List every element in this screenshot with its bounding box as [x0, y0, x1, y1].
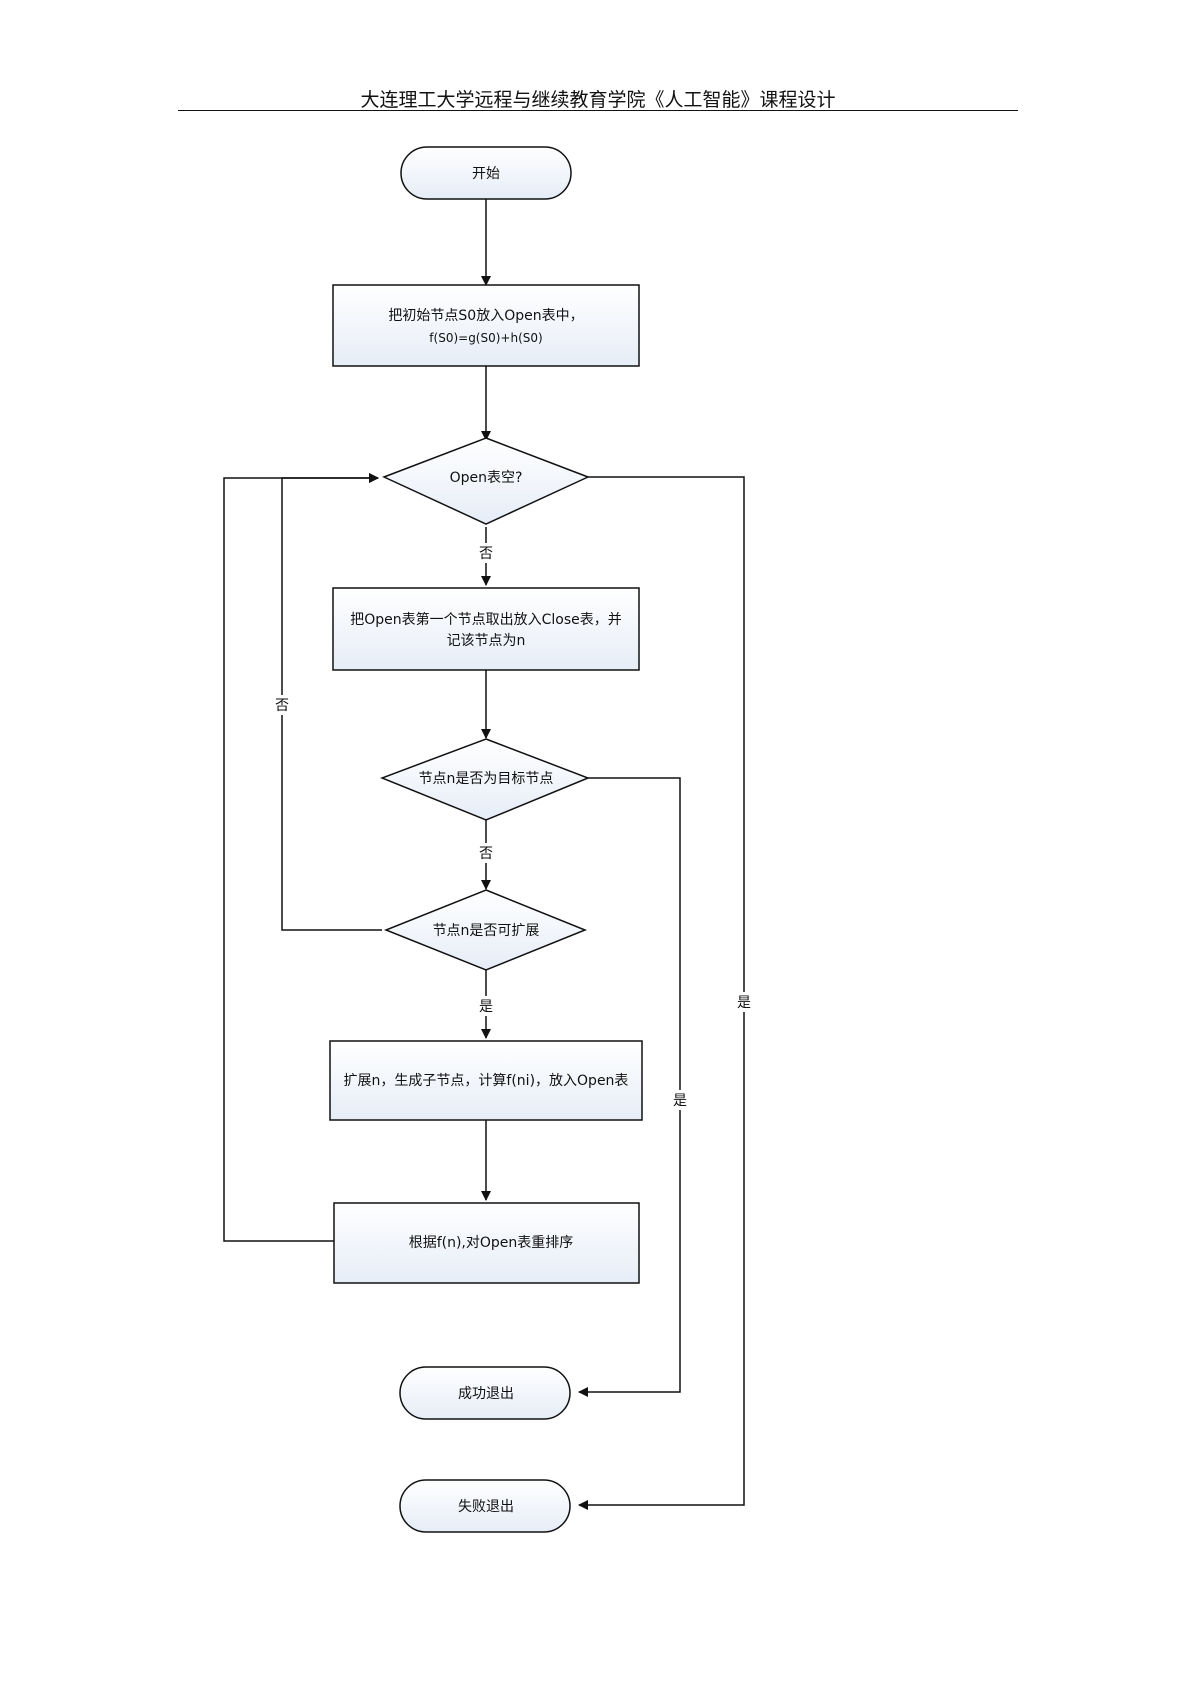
svg-text:否: 否 [275, 698, 289, 714]
edge-label-openempty-no: 否 [474, 543, 498, 563]
node-success: 成功退出 [399, 1366, 571, 1420]
edge-label-isgoal-yes: 是 [668, 1090, 692, 1110]
node-sort-label: 根据f(n),对Open表重排序 [409, 1235, 574, 1251]
edge-label-expandable-yes: 是 [474, 996, 498, 1016]
node-init: 把初始节点S0放入Open表中， f(S0)=g(S0)+h(S0) [332, 284, 640, 367]
node-is-goal-label: 节点n是否为目标节点 [419, 771, 554, 787]
svg-text:否: 否 [479, 546, 493, 562]
node-start-label: 开始 [472, 166, 500, 182]
node-expand: 扩展n，生成子节点，计算f(ni)，放入Open表 [329, 1040, 643, 1121]
node-expandable-label: 节点n是否可扩展 [433, 923, 540, 939]
edge-sort-loop [223, 473, 379, 1242]
node-start: 开始 [400, 146, 572, 200]
node-sort: 根据f(n),对Open表重排序 [333, 1202, 640, 1284]
node-success-label: 成功退出 [458, 1386, 514, 1402]
edge-openempty-yes [578, 476, 745, 1510]
page-header-title: 大连理工大学远程与继续教育学院《人工智能》课程设计 [360, 89, 836, 111]
svg-text:是: 是 [673, 1093, 687, 1109]
node-open-empty-label: Open表空? [450, 470, 523, 486]
node-init-line2: f(S0)=g(S0)+h(S0) [429, 331, 542, 345]
node-expandable: 节点n是否可扩展 [383, 889, 588, 971]
node-is-goal: 节点n是否为目标节点 [379, 738, 591, 821]
node-take-first-line1: 把Open表第一个节点取出放入Close表，并 [350, 611, 622, 628]
node-expand-label: 扩展n，生成子节点，计算f(ni)，放入Open表 [344, 1073, 629, 1089]
node-fail: 失败退出 [399, 1479, 571, 1533]
node-fail-label: 失败退出 [458, 1499, 514, 1515]
header-rule [178, 110, 1018, 111]
edge-expandable-no-loop [281, 473, 382, 931]
svg-text:否: 否 [479, 846, 493, 862]
edge-label-isgoal-no: 否 [474, 843, 498, 863]
svg-text:是: 是 [737, 995, 751, 1011]
edge-isgoal-yes [578, 777, 681, 1397]
node-take-first-line2: 记该节点为n [447, 633, 526, 649]
edge-label-expandable-no: 否 [270, 695, 294, 715]
node-init-line1: 把初始节点S0放入Open表中， [388, 307, 583, 324]
node-take-first: 把Open表第一个节点取出放入Close表，并 记该节点为n [332, 587, 640, 671]
svg-text:是: 是 [479, 999, 493, 1015]
node-open-empty: Open表空? [382, 437, 590, 525]
edge-label-openempty-yes: 是 [732, 992, 756, 1012]
